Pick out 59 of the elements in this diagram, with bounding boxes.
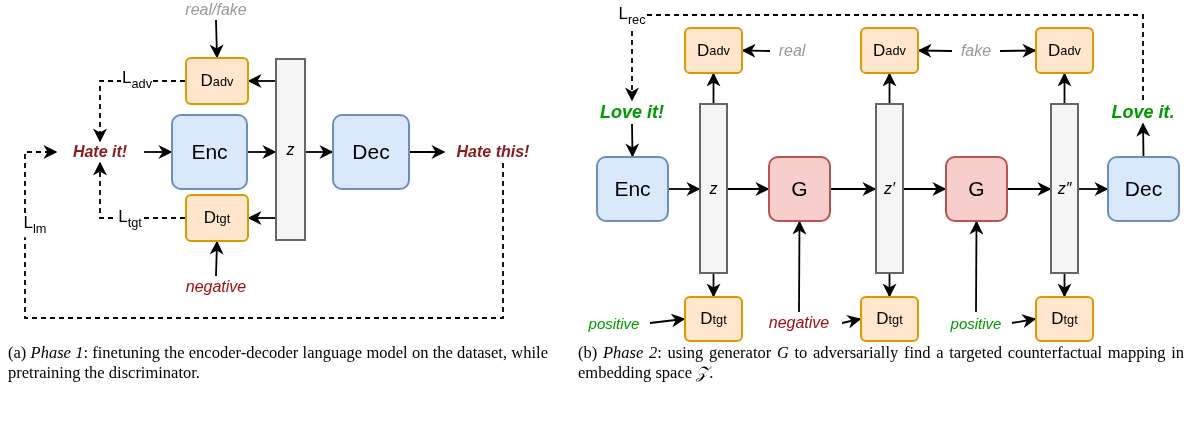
target-label: positive bbox=[940, 312, 1012, 334]
arrow bbox=[999, 43, 1037, 58]
arrow bbox=[706, 273, 721, 298]
figure-caption: (b) Phase 2: using generator G to adversarially find a targeted counterfactual mapping in embedding space 𝒵. bbox=[578, 343, 1184, 383]
embedding-bar: z′ bbox=[875, 103, 904, 274]
arrow bbox=[1078, 182, 1109, 196]
arrow bbox=[903, 182, 947, 196]
arrow bbox=[1057, 72, 1072, 104]
arrow bbox=[1011, 314, 1037, 329]
arrow bbox=[792, 220, 807, 313]
dashed-arrow bbox=[24, 145, 504, 319]
arrow bbox=[143, 145, 173, 159]
sentence-text: Hate it! bbox=[56, 141, 144, 163]
arrow bbox=[247, 145, 277, 159]
generator-box: G bbox=[945, 156, 1008, 222]
arrow bbox=[409, 145, 446, 159]
arrow bbox=[649, 313, 686, 328]
sentence-text: Love it. bbox=[1098, 100, 1188, 124]
arrow bbox=[247, 74, 276, 88]
input-label: fake bbox=[952, 40, 1000, 62]
process-box: Enc bbox=[596, 156, 669, 222]
input-label: real bbox=[770, 40, 814, 62]
target-label: negative bbox=[174, 276, 258, 298]
arrow bbox=[247, 211, 276, 225]
process-box: Dec bbox=[332, 114, 410, 190]
dashed-arrow bbox=[625, 14, 1144, 102]
figure-caption: (a) Phase 1: finetuning the encoder-decoder language model on the dataset, while pretraining the discriminator. bbox=[8, 343, 548, 383]
arrow bbox=[727, 182, 770, 196]
arrow bbox=[625, 123, 640, 158]
sentence-text: Hate this! bbox=[444, 141, 542, 163]
arrow bbox=[882, 273, 897, 298]
arrow bbox=[882, 72, 897, 104]
embedding-bar: z″ bbox=[1050, 103, 1079, 274]
edge-label: L$_{rec}$ bbox=[617, 5, 647, 29]
process-box: Enc bbox=[171, 114, 248, 190]
edge-label: L$_{tgt}$ bbox=[117, 208, 143, 232]
sentence-text: Love it! bbox=[588, 100, 676, 124]
arrow bbox=[209, 19, 224, 59]
arrow bbox=[706, 72, 721, 104]
arrow bbox=[209, 240, 224, 277]
edge-label: L$_{lm}$ bbox=[22, 214, 48, 238]
process-box: Dec bbox=[1107, 156, 1180, 222]
arrow bbox=[741, 43, 771, 58]
arrow bbox=[969, 220, 984, 313]
input-label: real/fake bbox=[178, 0, 254, 20]
arrow bbox=[305, 145, 334, 159]
arrow bbox=[830, 182, 877, 196]
arrow bbox=[917, 43, 953, 58]
arrow bbox=[841, 314, 862, 329]
arrow bbox=[668, 182, 701, 196]
target-label: negative bbox=[756, 312, 842, 334]
arrow bbox=[1057, 273, 1072, 298]
embedding-bar: z bbox=[275, 58, 306, 241]
generator-box: G bbox=[768, 156, 831, 222]
arrow bbox=[1136, 122, 1151, 157]
target-label: positive bbox=[578, 312, 650, 334]
arrow bbox=[1007, 182, 1052, 196]
dashed-arrow bbox=[93, 161, 186, 219]
embedding-bar: z bbox=[699, 103, 728, 274]
